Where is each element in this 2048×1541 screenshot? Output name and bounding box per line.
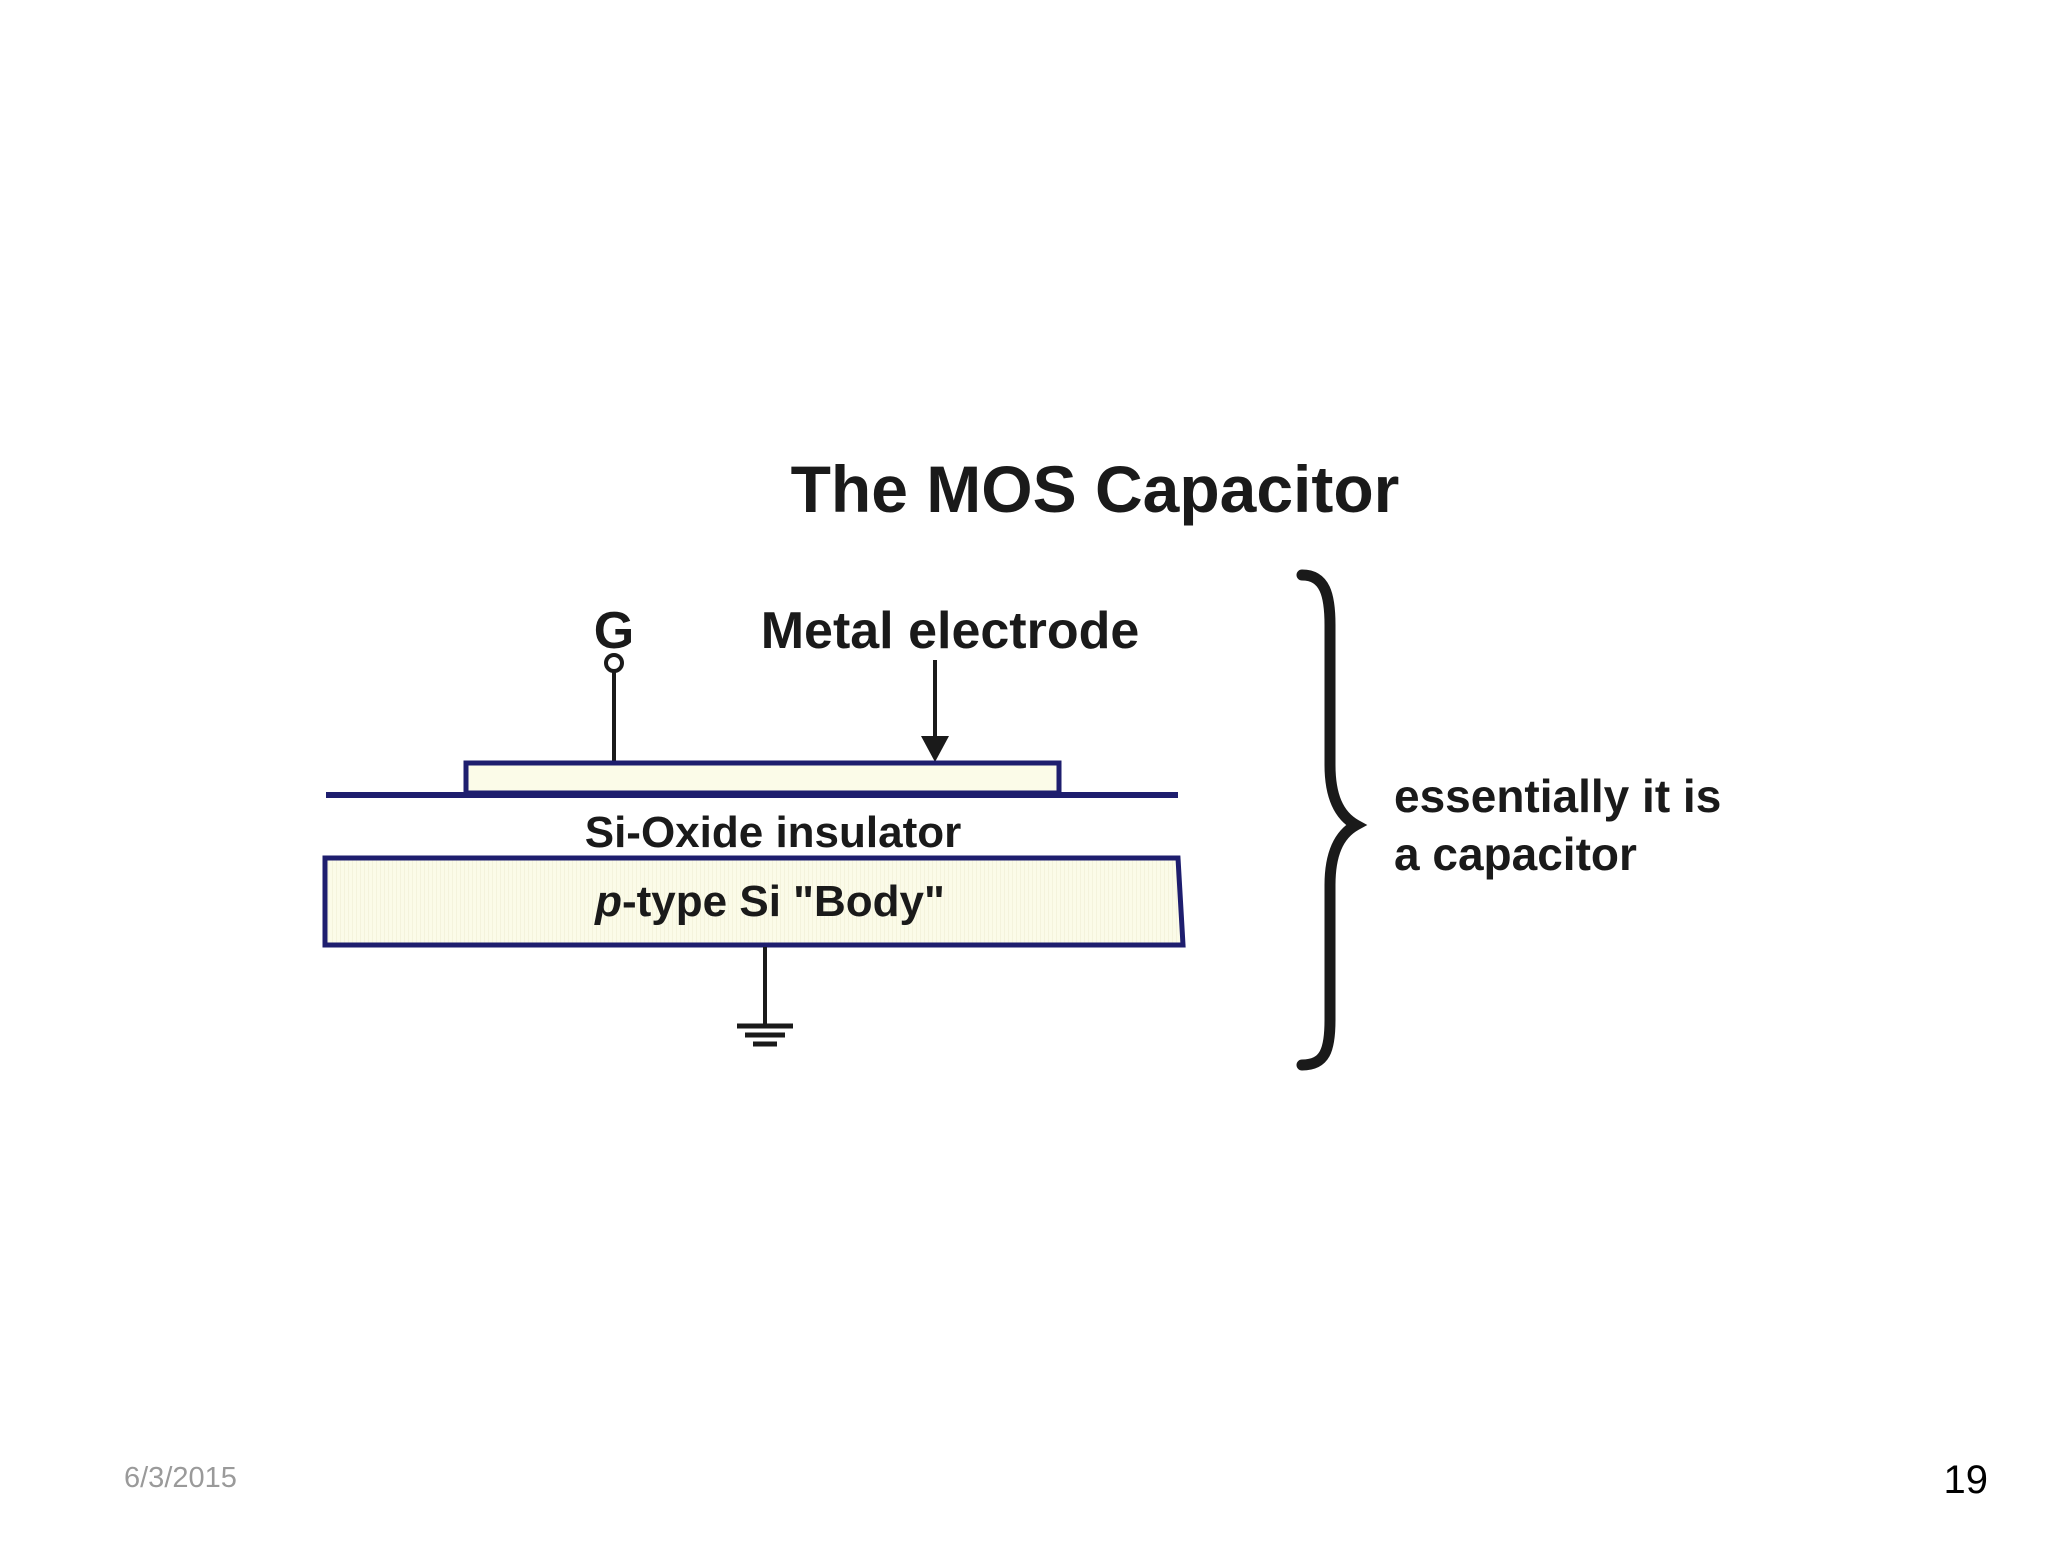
metal-electrode-plate [463, 760, 1062, 796]
arrow-down-icon [921, 736, 949, 762]
page-number: 19 [1943, 1458, 1989, 1502]
ground-icon [737, 1023, 793, 1047]
p-type-body [322, 855, 1186, 948]
annotation-line-1: essentially it is [1394, 770, 1721, 822]
metal-electrode-label: Metal electrode [761, 602, 1140, 660]
gate-terminal-icon [604, 653, 624, 673]
footer-date: 6/3/2015 [124, 1462, 237, 1494]
oxide-insulator-label: Si-Oxide insulator [585, 808, 962, 857]
diagram-title: The MOS Capacitor [791, 452, 1400, 526]
body-label: p-type Si "Body" [594, 877, 945, 926]
gate-label: G [594, 602, 634, 660]
curly-brace-icon [1296, 569, 1368, 1071]
annotation-line-2: a capacitor [1394, 828, 1637, 880]
